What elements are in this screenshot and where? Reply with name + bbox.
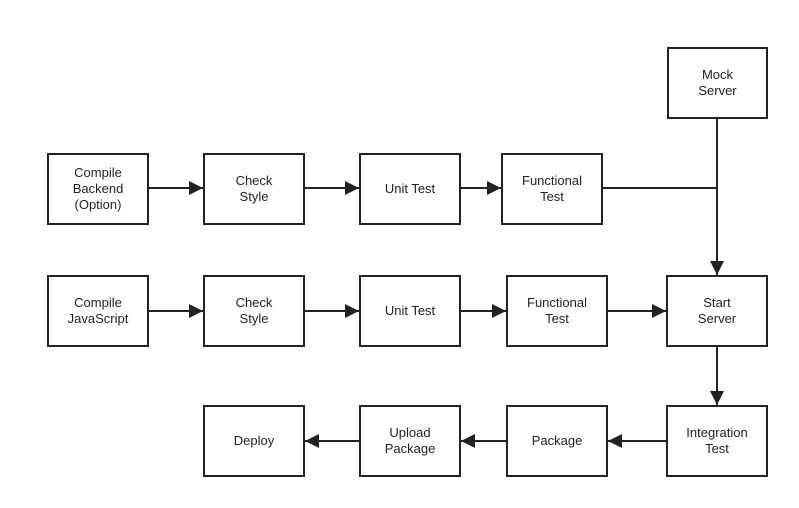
node-package: Package [506,405,608,477]
node-check-style-1: Check Style [203,153,305,225]
node-unit-test-2: Unit Test [359,275,461,347]
node-mock-server: Mock Server [667,47,768,119]
node-functional-test-1: Functional Test [501,153,603,225]
node-unit-test-1: Unit Test [359,153,461,225]
node-start-server: Start Server [666,275,768,347]
node-integration-test: Integration Test [666,405,768,477]
node-upload-package: Upload Package [359,405,461,477]
node-functional-test-2: Functional Test [506,275,608,347]
node-check-style-2: Check Style [203,275,305,347]
node-deploy: Deploy [203,405,305,477]
node-compile-backend: Compile Backend (Option) [47,153,149,225]
node-compile-javascript: Compile JavaScript [47,275,149,347]
